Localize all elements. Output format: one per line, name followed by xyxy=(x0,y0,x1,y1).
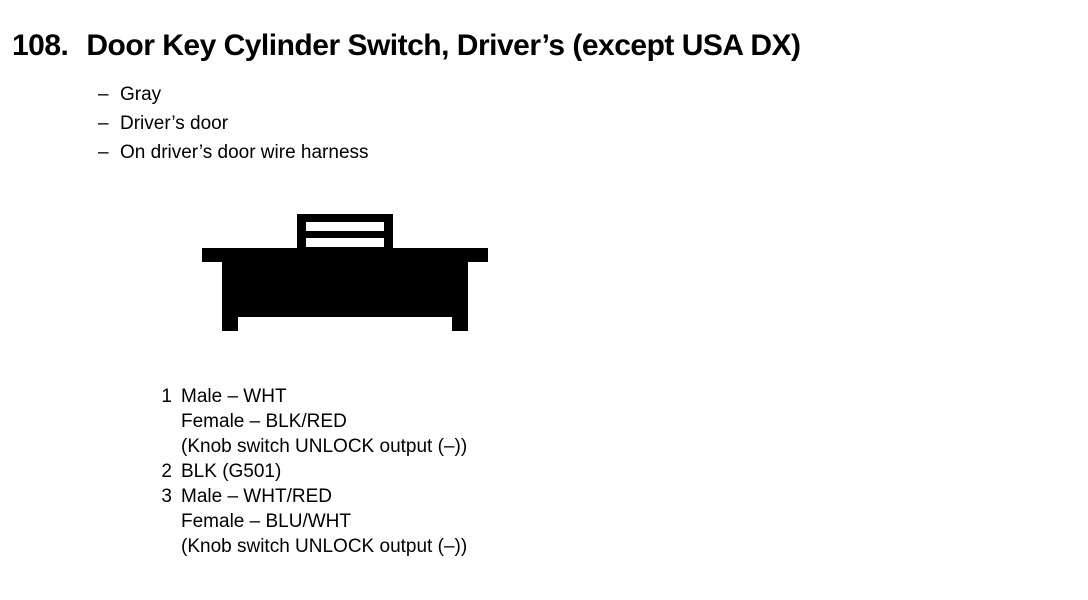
connector-diagram: 1 2 3 xyxy=(190,200,510,350)
attribute-item: – Gray xyxy=(98,80,369,109)
legend-entry: 3 Male – WHT/RED Female – BLU/WHT (Knob … xyxy=(150,484,467,559)
legend-description: Male – WHT Female – BLK/RED (Knob switch… xyxy=(181,384,467,459)
pin-legend: 1 Male – WHT Female – BLK/RED (Knob swit… xyxy=(150,384,467,559)
page-title-number: 108. xyxy=(12,29,69,62)
page-title-text: Door Key Cylinder Switch, Driver’s (exce… xyxy=(86,29,801,62)
pin-number-3: 3 xyxy=(424,275,433,294)
cavity-divider-2-3 xyxy=(384,248,393,317)
attribute-label: On driver’s door wire harness xyxy=(120,142,369,163)
legend-pin-number: 2 xyxy=(161,461,172,482)
legend-pin-number: 1 xyxy=(161,386,172,407)
attribute-list: – Gray – Driver’s door – On driver’s doo… xyxy=(98,80,369,167)
legend-line: BLK (G501) xyxy=(181,461,282,482)
legend-description: Male – WHT/RED Female – BLU/WHT (Knob sw… xyxy=(181,484,467,559)
page-title: 108. Door Key Cylinder Switch, Driver’s … xyxy=(12,29,801,63)
dash-icon: – xyxy=(98,84,109,105)
legend-line: (Knob switch UNLOCK output (–)) xyxy=(181,536,468,557)
pin-number-1: 1 xyxy=(259,275,268,294)
pin-number-2: 2 xyxy=(340,275,349,294)
dash-icon: – xyxy=(98,142,109,163)
legend-description: BLK (G501) xyxy=(181,459,281,484)
legend-line: Female – BLK/RED xyxy=(181,411,347,432)
legend-pin-number: 3 xyxy=(161,486,172,507)
attribute-label: Driver’s door xyxy=(120,113,229,134)
attribute-label: Gray xyxy=(120,84,162,105)
latch-slot-upper xyxy=(306,222,384,231)
legend-entry: 1 Male – WHT Female – BLK/RED (Knob swit… xyxy=(150,384,467,459)
latch-slot-lower xyxy=(306,238,384,247)
legend-line: (Knob switch UNLOCK output (–)) xyxy=(181,436,468,457)
legend-entry: 2 BLK (G501) xyxy=(150,459,467,484)
connector-latch-tab xyxy=(297,214,393,255)
legend-line: Male – WHT/RED xyxy=(181,486,332,507)
attribute-item: – On driver’s door wire harness xyxy=(98,138,369,167)
legend-line: Female – BLU/WHT xyxy=(181,511,351,532)
legend-line: Male – WHT xyxy=(181,386,287,407)
dash-icon: – xyxy=(98,113,109,134)
cavity-divider-1-2 xyxy=(297,248,306,317)
attribute-item: – Driver’s door xyxy=(98,109,369,138)
connector-outline xyxy=(202,248,488,331)
